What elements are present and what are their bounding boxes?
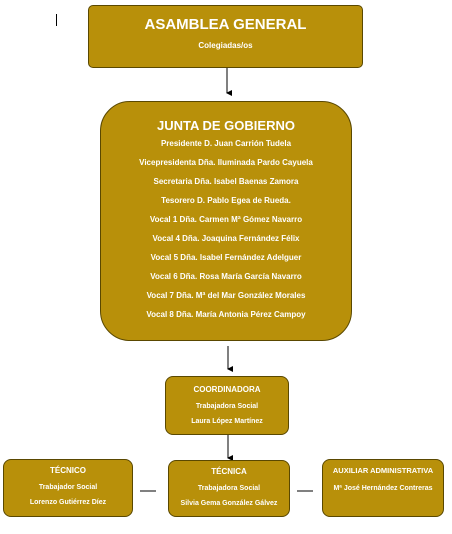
tecnica-box: TÉCNICA Trabajadora Social Silvia Gema G… (168, 460, 290, 517)
junta-member: Vocal 5 Dña. Isabel Fernández Adelguer (150, 253, 302, 262)
text-cursor (56, 14, 57, 26)
junta-de-gobierno-box: JUNTA DE GOBIERNO Presidente D. Juan Car… (100, 101, 352, 341)
auxiliar-administrativa-box: AUXILIAR ADMINISTRATIVA Mª José Hernánde… (322, 459, 444, 517)
tecnico-box: TÉCNICO Trabajador Social Lorenzo Gutiér… (3, 459, 133, 517)
junta-member: Vocal 4 Dña. Joaquina Fernández Félix (152, 234, 300, 243)
coordinadora-title: COORDINADORA (193, 385, 261, 394)
coordinadora-box: COORDINADORA Trabajadora Social Laura Ló… (165, 376, 289, 435)
junta-member: Vocal 1 Dña. Carmen Mª Gómez Navarro (149, 215, 303, 224)
junta-member: Secretaria Dña. Isabel Baenas Zamora (153, 177, 299, 186)
asamblea-title: ASAMBLEA GENERAL (144, 16, 307, 33)
junta-member: Tesorero D. Pablo Egea de Rueda. (161, 196, 291, 205)
tecnico-role: Trabajador Social (38, 484, 98, 491)
junta-title: JUNTA DE GOBIERNO (157, 118, 295, 133)
tecnico-title: TÉCNICO (50, 466, 86, 475)
coordinadora-role: Trabajadora Social (195, 403, 259, 410)
tecnica-name: Silvia Gema González Gálvez (180, 500, 278, 507)
tecnico-name: Lorenzo Gutiérrez Díez (29, 499, 107, 506)
coordinadora-name: Laura López Martínez (191, 418, 263, 425)
auxiliar-name: Mª José Hernández Contreras (333, 485, 433, 492)
asamblea-subtitle: Colegiadas/os (198, 41, 253, 50)
junta-member: Presidente D. Juan Carrión Tudela (160, 139, 292, 148)
auxiliar-title: AUXILIAR ADMINISTRATIVA (332, 466, 434, 475)
tecnica-role: Trabajadora Social (197, 485, 261, 492)
junta-member: Vocal 7 Dña. Mª del Mar González Morales (146, 291, 306, 300)
tecnica-title: TÉCNICA (211, 467, 247, 476)
junta-member: Vocal 6 Dña. Rosa María García Navarro (150, 272, 302, 281)
junta-members-list: Presidente D. Juan Carrión Tudela Vicepr… (101, 139, 351, 329)
asamblea-general-box: ASAMBLEA GENERAL Colegiadas/os (88, 5, 363, 68)
junta-member: Vocal 8 Dña. María Antonia Pérez Campoy (146, 310, 306, 319)
junta-member: Vicepresidenta Dña. Iluminada Pardo Cayu… (139, 158, 313, 167)
